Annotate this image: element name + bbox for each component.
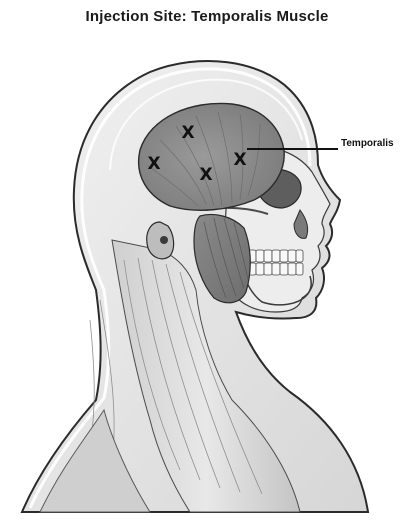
temporalis-label: Temporalis: [341, 138, 394, 149]
injection-site-top: X: [181, 123, 194, 143]
injection-site-right: X: [233, 150, 246, 170]
injection-site-center: X: [199, 165, 212, 185]
ear-canal: [160, 236, 168, 244]
injection-site-left: X: [147, 154, 160, 174]
